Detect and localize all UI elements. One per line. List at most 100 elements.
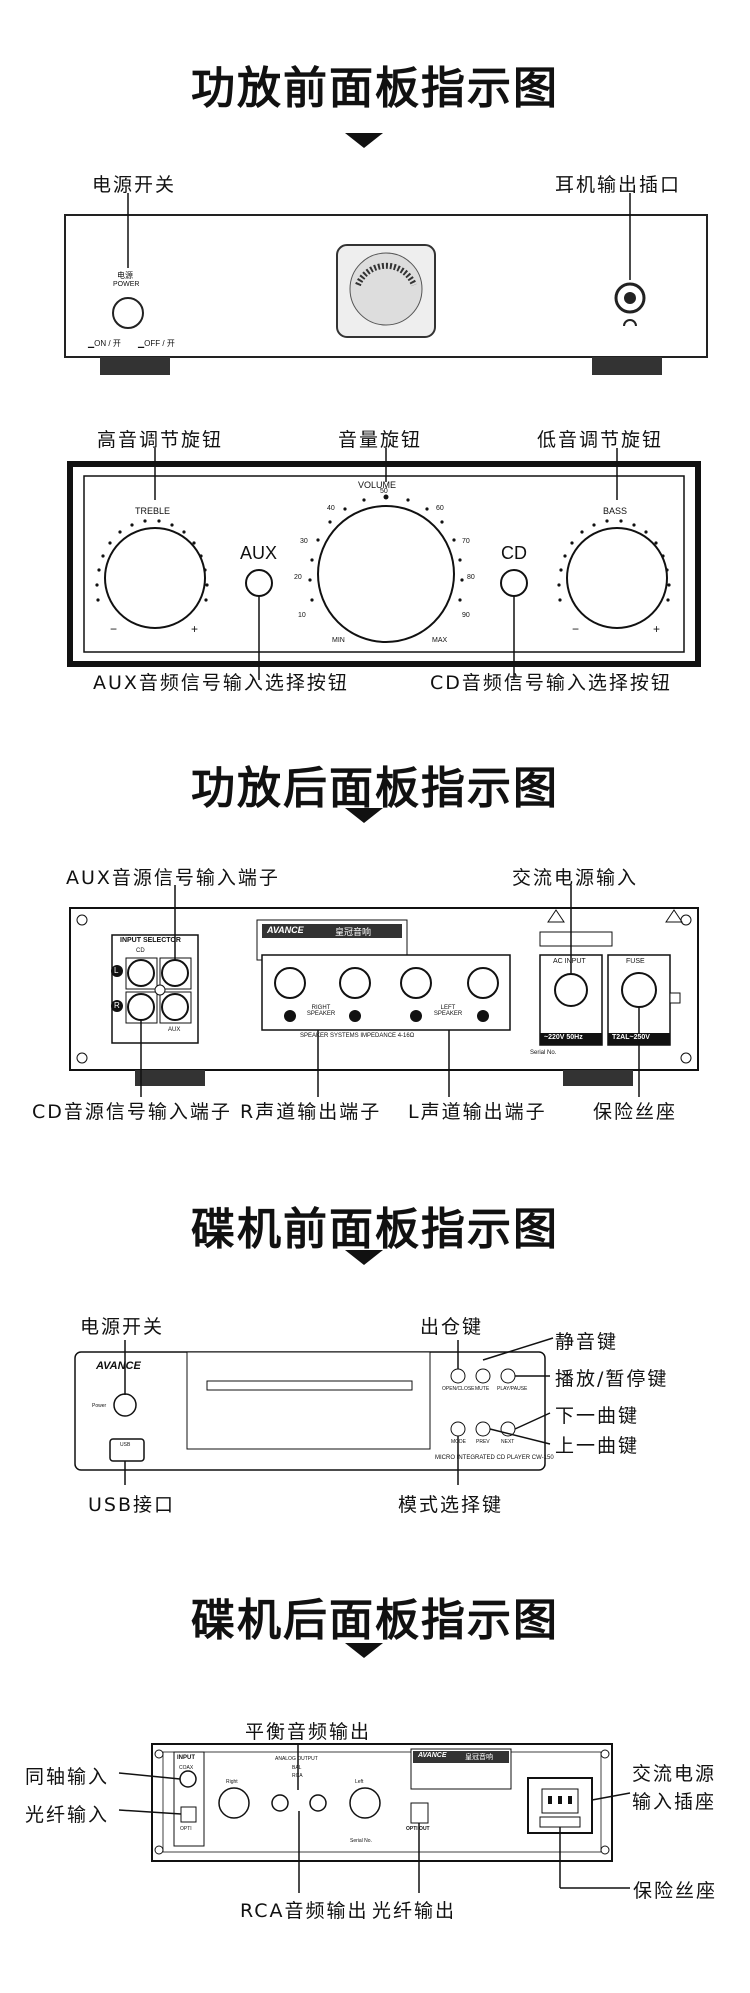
volume-scale-70: 70 (462, 538, 470, 545)
cd-rear-brand: AVANCE (418, 1752, 447, 1759)
cd-panel-next: NEXT (501, 1439, 515, 1445)
label-play-pause-key: 播放/暂停键 (555, 1368, 669, 1390)
label-rca-output: RCA音频输出 (240, 1900, 369, 1922)
label-next-key: 下一曲键 (555, 1405, 640, 1427)
label-ac-input: 交流电源输入 (512, 867, 639, 889)
panel-cd-text: CD (501, 543, 527, 563)
aux-button-icon (245, 569, 273, 597)
label-r-output: R声道输出端子 (240, 1101, 382, 1123)
panel-brand-cn: 皇冠音响 (335, 927, 372, 937)
amp-knob-panel (67, 448, 701, 680)
cd-panel-usb: USB (120, 1442, 131, 1448)
label-eject-key: 出仓键 (420, 1316, 484, 1338)
volume-scale-10: 10 (298, 612, 306, 619)
label-cd-power-switch: 电源开关 (80, 1316, 165, 1338)
panel-power-cn: 电源 (117, 271, 133, 280)
panel-input-selector: INPUT SELECTOR (120, 937, 181, 944)
panel-off-label: ▁OFF / 开 (138, 339, 175, 348)
cd-rear-serial: Serial No. (350, 1838, 372, 1844)
down-arrow-icon (345, 1250, 383, 1265)
section-title-amp-rear: 功放后面板指示图 (191, 763, 559, 814)
panel-r-mark: R (114, 1001, 120, 1010)
cd-panel-prev: PREV (476, 1439, 490, 1445)
panel-treble-text: TREBLE (135, 506, 171, 516)
bass-minus: − (572, 622, 580, 636)
panel-speaker-systems: SPEAKER SYSTEMS IMPEDANCE 4-16Ω (300, 1033, 415, 1039)
cd-rear-brand-cn: 皇冠音响 (465, 1754, 493, 1761)
treble-minus: − (110, 622, 118, 636)
label-cd-input: CD音源信号输入端子 (32, 1101, 232, 1123)
label-aux-select: AUX音频信号输入选择按钮 (93, 672, 349, 694)
power-button-icon (112, 297, 144, 329)
label-volume-knob: 音量旋钮 (338, 429, 423, 451)
label-prev-key: 上一曲键 (555, 1435, 640, 1457)
cd-panel-power: Power (92, 1403, 107, 1409)
cd-rear-rca: RCA (292, 1773, 303, 1779)
cd-rear-coax: COAX (179, 1765, 194, 1771)
label-headphone-jack: 耳机输出插口 (555, 174, 682, 196)
volume-min: MIN (332, 637, 345, 644)
amp-front-panel (64, 193, 708, 375)
panel-fuse-rating: T2AL~250V (612, 1034, 650, 1041)
volume-scale-30: 30 (300, 538, 308, 545)
volume-scale-20: 20 (294, 574, 302, 581)
treble-plus: + (191, 622, 199, 636)
panel-on-label: ▁ON / 开 (88, 339, 121, 348)
volume-scale-80: 80 (467, 574, 475, 581)
panel-voltage: ~220V 50Hz (544, 1034, 583, 1041)
panel-aux-small: AUX (168, 1027, 181, 1033)
cd-rear-right: Right (226, 1779, 238, 1785)
panel-cd-small: CD (136, 948, 145, 954)
down-arrow-icon (345, 1643, 383, 1658)
panel-ac-input-text: AC INPUT (553, 958, 586, 965)
treble-knob-icon (104, 527, 206, 629)
amp-rear-panel (69, 885, 699, 1097)
cd-panel-brand: AVANCE (96, 1360, 141, 1372)
label-balanced-output: 平衡音频输出 (245, 1721, 372, 1743)
down-arrow-icon (345, 133, 383, 148)
cd-button-icon (500, 569, 528, 597)
volume-scale-50: 50 (380, 488, 388, 495)
volume-knob-icon (317, 505, 455, 643)
panel-l-mark: L (114, 966, 119, 975)
panel-left-speaker: LEFT SPEAKER (433, 1005, 463, 1017)
label-coax-input: 同轴输入 (25, 1766, 110, 1788)
panel-volume-text: VOLUME (358, 480, 397, 490)
label-bass-knob: 低音调节旋钮 (537, 429, 664, 451)
bass-knob-icon (566, 527, 668, 629)
volume-scale-40: 40 (327, 505, 335, 512)
label-ac-socket: 交流电源 输入插座 (632, 1763, 717, 1813)
label-mode-key: 模式选择键 (398, 1494, 504, 1516)
panel-power-en: POWER (113, 281, 140, 288)
cd-rear-left: Left (355, 1779, 364, 1785)
panel-fuse-text: FUSE (626, 958, 645, 965)
cd-rear-opti-out: OPTI OUT (406, 1826, 430, 1832)
label-optical-input: 光纤输入 (25, 1804, 110, 1826)
cd-panel-open-close: OPEN/CLOSE (442, 1386, 475, 1392)
label-power-switch: 电源开关 (92, 174, 177, 196)
label-mute-key: 静音键 (555, 1331, 619, 1353)
label-usb-port: USB接口 (88, 1494, 176, 1516)
label-treble-knob: 高音调节旋钮 (97, 429, 224, 451)
headphone-icon (623, 319, 637, 327)
cd-panel-mode: MODE (451, 1439, 466, 1445)
cd-panel-mute: MUTE (475, 1386, 490, 1392)
cd-front-panel (74, 1337, 554, 1485)
label-cd-fuse-holder: 保险丝座 (633, 1880, 718, 1902)
cd-rear-opti: OPTI (180, 1826, 192, 1832)
section-title-cd-rear: 碟机后面板指示图 (191, 1595, 559, 1646)
cd-panel-play-pause: PLAY/PAUSE (497, 1386, 528, 1392)
cd-panel-model: MICRO INTEGRATED CD PLAYER CW-150 (435, 1455, 554, 1461)
panel-bass-text: BASS (603, 506, 628, 516)
panel-serial: Serial No. (530, 1050, 557, 1056)
label-aux-input: AUX音源信号输入端子 (66, 867, 280, 889)
panel-brand: AVANCE (267, 925, 304, 935)
label-cd-select: CD音频信号输入选择按钮 (430, 672, 672, 694)
cd-rear-input: INPUT (177, 1755, 195, 1761)
bass-plus: + (653, 622, 661, 636)
label-l-output: L声道输出端子 (408, 1101, 547, 1123)
label-fuse-holder: 保险丝座 (593, 1101, 678, 1123)
volume-scale-60: 60 (436, 505, 444, 512)
section-title-cd-front: 碟机前面板指示图 (191, 1204, 559, 1255)
